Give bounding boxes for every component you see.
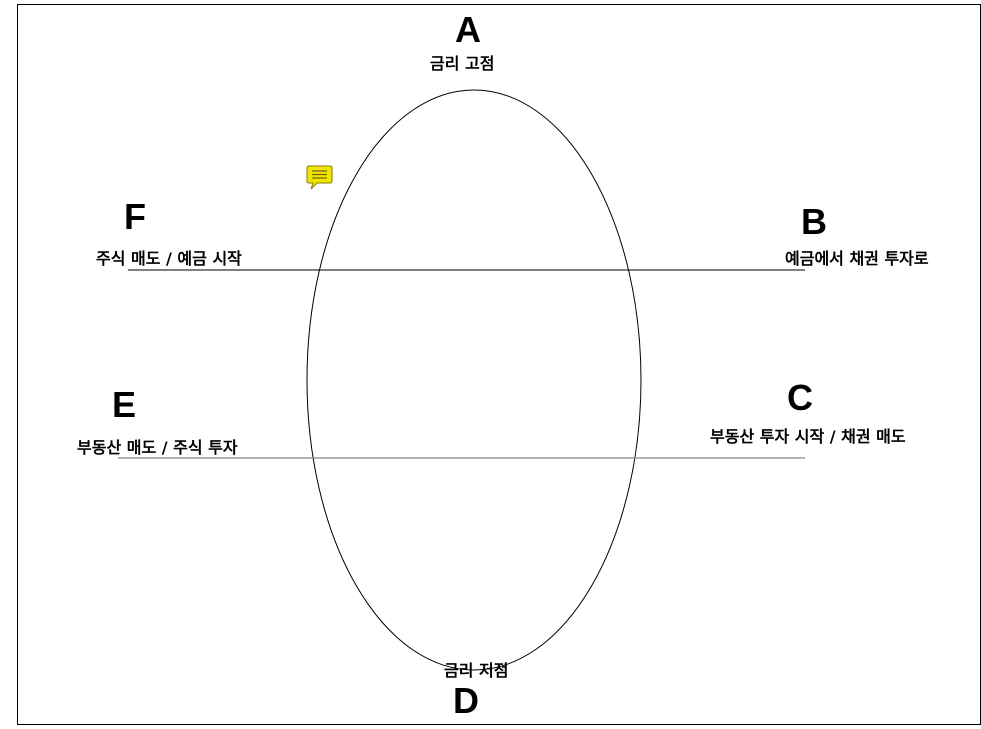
point-f-label: 주식 매도 / 예금 시작 xyxy=(96,249,242,268)
cycle-ellipse xyxy=(306,89,642,671)
point-d-label: 금리 저점 xyxy=(444,661,509,680)
comment-icon[interactable] xyxy=(306,164,334,192)
point-e-letter: E xyxy=(111,384,136,425)
point-b-label: 예금에서 채권 투자로 xyxy=(785,249,929,268)
point-a-label: 금리 고점 xyxy=(430,54,495,73)
point-d-letter: D xyxy=(453,680,479,721)
point-f-letter: F xyxy=(124,196,146,237)
point-a-letter: A xyxy=(455,9,481,50)
point-c-letter: C xyxy=(787,377,813,418)
point-c-label: 부동산 투자 시작 / 채권 매도 xyxy=(710,427,906,446)
point-b-letter: B xyxy=(801,201,827,242)
point-e-label: 부동산 매도 / 주식 투자 xyxy=(77,438,238,457)
